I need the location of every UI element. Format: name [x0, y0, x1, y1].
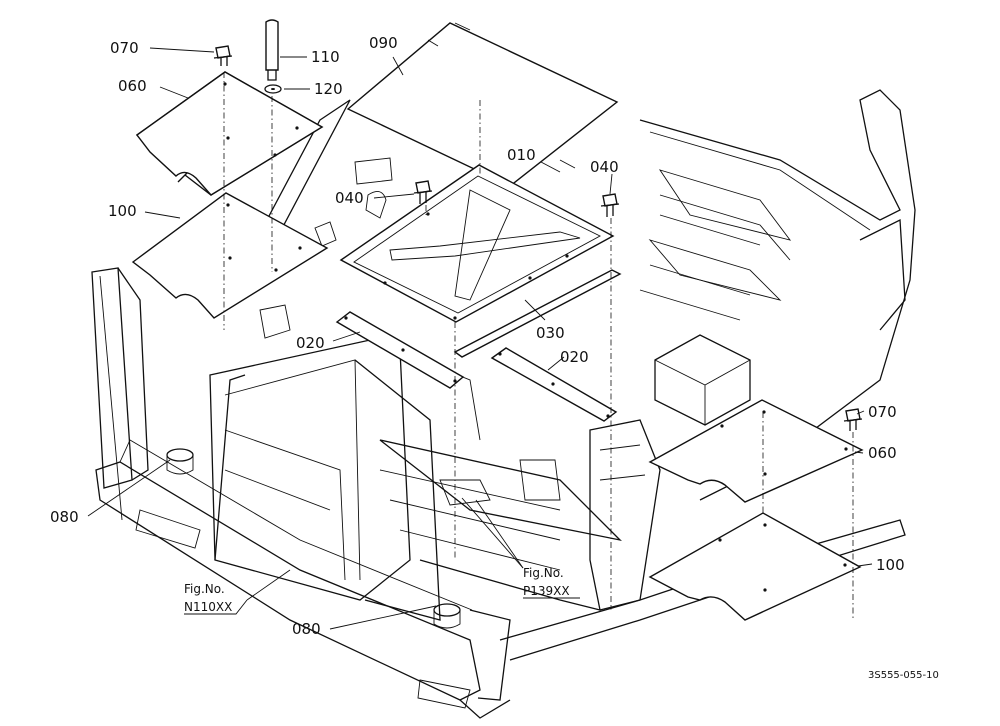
leader-lines [87, 47, 873, 630]
fig-no-label: Fig.No. [523, 566, 564, 580]
bolt-070-left [213, 45, 233, 66]
figure-reference-right: Fig.No. P139XX [523, 566, 580, 599]
callout-labels: 070 110 090 060 120 010 040 040 100 030 … [50, 34, 905, 638]
callout-070: 070 [110, 39, 139, 57]
callout-010: 010 [507, 146, 536, 164]
callout-020: 020 [560, 348, 589, 366]
callout-040: 040 [590, 158, 619, 176]
callout-120: 120 [314, 80, 343, 98]
callout-020: 020 [296, 334, 325, 352]
callout-040: 040 [335, 189, 364, 207]
figure-reference-left: Fig.No. N110XX [184, 582, 248, 615]
assembly-axes [223, 72, 854, 620]
cover-plate-060-left [135, 71, 324, 196]
cover-plate-100-left [131, 192, 329, 319]
bolt-040-left [413, 180, 433, 204]
cab-frame [91, 89, 916, 719]
fig-no-ref: P139XX [523, 584, 570, 598]
bracket-020-right [490, 347, 618, 422]
cover-plate-100-right [648, 512, 862, 621]
callout-080: 080 [50, 508, 79, 526]
callout-100: 100 [108, 202, 137, 220]
washer-120 [264, 84, 282, 94]
cover-plate-060-right [648, 399, 864, 503]
fig-no-label: Fig.No. [184, 582, 225, 596]
bolt-070-right [843, 408, 863, 431]
callout-060: 060 [868, 444, 897, 462]
bolt-040-right [600, 193, 620, 217]
callout-100: 100 [876, 556, 905, 574]
callout-060: 060 [118, 77, 147, 95]
bracket-020-left [335, 311, 465, 389]
drawing-code: 3S555-055-10 [868, 670, 939, 681]
fig-no-ref: N110XX [184, 600, 232, 614]
callout-070: 070 [868, 403, 897, 421]
callout-030: 030 [536, 324, 565, 342]
pin-110 [265, 19, 279, 81]
callout-110: 110 [311, 48, 340, 66]
callout-090: 090 [369, 34, 398, 52]
floor-plate-010 [339, 164, 615, 323]
callout-080: 080 [292, 620, 321, 638]
cover-plate-090 [346, 22, 619, 187]
seal-strip-030 [453, 269, 622, 358]
